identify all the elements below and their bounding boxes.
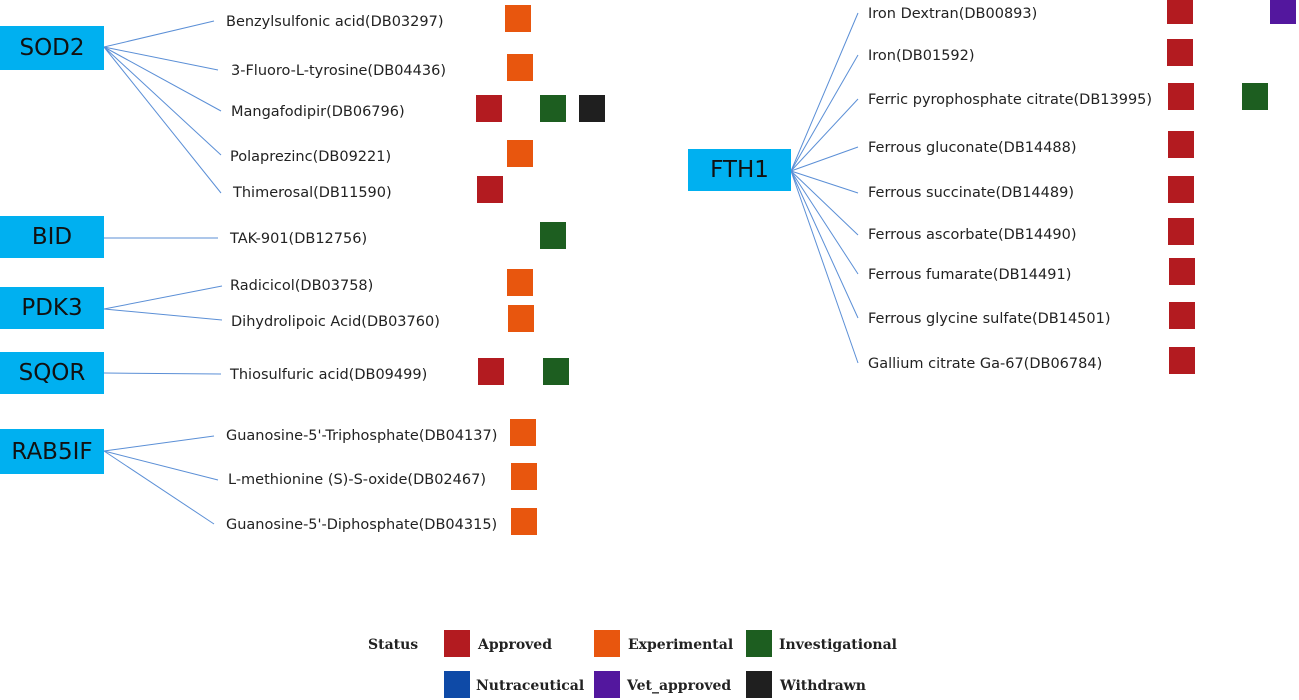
status-square-approved <box>476 95 502 122</box>
status-square-approved <box>1169 302 1195 329</box>
gene-node-sqor: SQOR <box>0 352 104 394</box>
legend-swatch-withdrawn <box>746 671 772 698</box>
gene-node-bid: BID <box>0 216 104 258</box>
drug-label: Iron(DB01592) <box>868 48 975 64</box>
edge-fth1-8 <box>790 170 859 364</box>
status-square-approved <box>1168 83 1194 110</box>
gene-node-sod2: SOD2 <box>0 26 104 70</box>
gene-node-pdk3: PDK3 <box>0 287 104 329</box>
drug-label: 3-Fluoro-L-tyrosine(DB04436) <box>231 63 446 79</box>
status-square-approved <box>1168 131 1194 158</box>
edge-fth1-7 <box>790 170 859 319</box>
status-square-withdrawn <box>579 95 605 122</box>
legend-label-withdrawn: Withdrawn <box>780 678 866 694</box>
drug-label: Ferrous fumarate(DB14491) <box>868 267 1072 283</box>
drug-label: Polaprezinc(DB09221) <box>230 149 392 165</box>
status-square-approved <box>1169 347 1195 374</box>
drug-label: Mangafodipir(DB06796) <box>231 104 405 120</box>
legend-label-vet_approved: Vet_approved <box>627 678 732 694</box>
legend-title: Status <box>368 637 419 653</box>
edge-sqor-0 <box>103 372 222 375</box>
drug-label: Ferrous ascorbate(DB14490) <box>868 227 1077 243</box>
status-square-approved <box>477 176 503 203</box>
legend-swatch-nutraceutical <box>444 671 470 698</box>
status-square-investigational <box>540 222 566 249</box>
gene-node-rab5if: RAB5IF <box>0 429 104 474</box>
legend-swatch-experimental <box>594 630 620 657</box>
legend-label-approved: Approved <box>478 637 552 653</box>
legend-swatch-investigational <box>746 630 772 657</box>
status-square-experimental <box>508 305 534 332</box>
edge-rab5if-2 <box>103 450 215 525</box>
edge-fth1-6 <box>790 170 859 275</box>
status-square-experimental <box>511 508 537 535</box>
drug-label: Guanosine-5'-Diphosphate(DB04315) <box>226 517 498 533</box>
status-square-experimental <box>511 463 537 490</box>
edge-pdk3-1 <box>103 308 223 321</box>
edge-sod2-4 <box>103 46 222 194</box>
status-square-experimental <box>510 419 536 446</box>
legend-swatch-approved <box>444 630 470 657</box>
status-square-experimental <box>507 269 533 296</box>
legend-label-nutraceutical: Nutraceutical <box>476 678 585 694</box>
drug-label: Ferrous glycine sulfate(DB14501) <box>868 311 1111 327</box>
legend-swatch-vet_approved <box>594 671 620 698</box>
status-square-experimental <box>507 54 533 81</box>
status-square-approved <box>1169 258 1195 285</box>
status-square-approved <box>478 358 504 385</box>
drug-label: L-methionine (S)-S-oxide(DB02467) <box>228 472 486 488</box>
legend-label-experimental: Experimental <box>628 637 734 653</box>
status-square-approved <box>1167 39 1193 66</box>
status-square-investigational <box>1242 83 1268 110</box>
edge-pdk3-0 <box>103 285 223 310</box>
drug-label: Thimerosal(DB11590) <box>233 185 392 201</box>
edge-fth1-3 <box>790 146 859 172</box>
edge-rab5if-1 <box>103 450 219 481</box>
status-square-experimental <box>507 140 533 167</box>
drug-label: Ferrous succinate(DB14489) <box>868 185 1074 201</box>
drug-label: Gallium citrate Ga-67(DB06784) <box>868 356 1103 372</box>
drug-label: Radicicol(DB03758) <box>230 278 374 294</box>
edge-sod2-2 <box>103 46 222 112</box>
edge-fth1-5 <box>790 170 859 236</box>
drug-label: Guanosine-5'-Triphosphate(DB04137) <box>226 428 498 444</box>
drug-label: Ferrous gluconate(DB14488) <box>868 140 1077 156</box>
status-square-investigational <box>543 358 569 385</box>
edge-fth1-1 <box>790 54 859 172</box>
drug-label: TAK-901(DB12756) <box>230 231 368 247</box>
drug-label: Iron Dextran(DB00893) <box>868 6 1038 22</box>
drug-label: Dihydrolipoic Acid(DB03760) <box>231 314 440 330</box>
gene-node-fth1: FTH1 <box>688 149 791 191</box>
status-square-experimental <box>505 5 531 32</box>
edge-rab5if-0 <box>103 435 215 452</box>
legend-label-investigational: Investigational <box>779 637 897 653</box>
drug-label: Benzylsulfonic acid(DB03297) <box>226 14 444 30</box>
edge-fth1-4 <box>790 170 859 194</box>
edge-sod2-3 <box>103 46 222 156</box>
drug-label: Thiosulfuric acid(DB09499) <box>230 367 428 383</box>
edge-fth1-2 <box>790 98 859 172</box>
status-square-vet_approved <box>1270 0 1296 24</box>
edge-fth1-0 <box>790 12 859 172</box>
edge-sod2-1 <box>103 46 219 71</box>
status-square-investigational <box>540 95 566 122</box>
status-square-approved <box>1167 0 1193 24</box>
edge-sod2-0 <box>103 20 215 48</box>
status-square-approved <box>1168 176 1194 203</box>
status-square-approved <box>1168 218 1194 245</box>
drug-label: Ferric pyrophosphate citrate(DB13995) <box>868 92 1153 108</box>
